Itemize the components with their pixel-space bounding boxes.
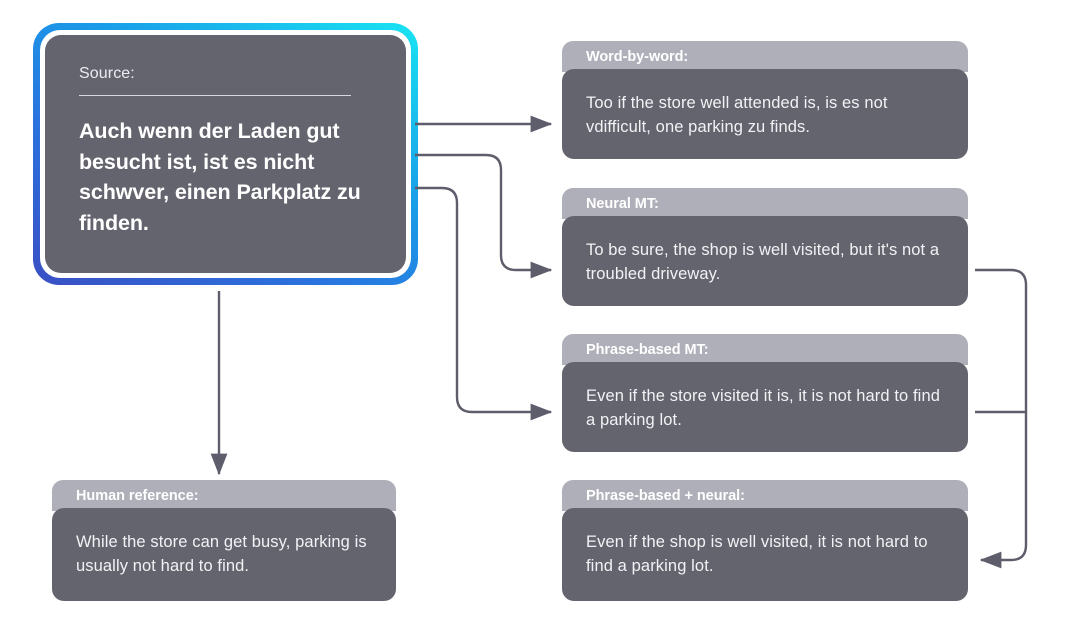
card-phrase-based-mt: Phrase-based MT: Even if the store visit…: [562, 334, 968, 452]
card-body-phrase-based-plus-neural: Even if the shop is well visited, it is …: [562, 508, 968, 601]
card-body-word-by-word: Too if the store well attended is, is es…: [562, 69, 968, 159]
card-text: Even if the store visited it is, it is n…: [586, 387, 940, 430]
card-header-phrase-based-plus-neural: Phrase-based + neural:: [562, 480, 968, 511]
card-neural-mt: Neural MT: To be sure, the shop is well …: [562, 188, 968, 306]
source-text: Auch wenn der Laden gut besucht ist, ist…: [79, 119, 361, 235]
card-header-label: Neural MT:: [586, 195, 659, 212]
card-body-phrase-based-mt: Even if the store visited it is, it is n…: [562, 362, 968, 452]
card-text: Even if the shop is well visited, it is …: [586, 533, 928, 576]
card-header-word-by-word: Word-by-word:: [562, 41, 968, 72]
source-card-ring-inner: Source: Auch wenn der Laden gut besucht …: [40, 30, 411, 278]
card-header-human-reference: Human reference:: [52, 480, 396, 511]
source-label: Source:: [79, 65, 135, 82]
source-card-body: Source: Auch wenn der Laden gut besucht …: [45, 35, 406, 273]
card-human-reference: Human reference: While the store can get…: [52, 480, 396, 601]
card-phrase-based-plus-neural: Phrase-based + neural: Even if the shop …: [562, 480, 968, 601]
arrow-merge-to-phrase-based-plus-neural: [975, 268, 1028, 569]
card-header-neural-mt: Neural MT:: [562, 188, 968, 219]
card-body-neural-mt: To be sure, the shop is well visited, bu…: [562, 216, 968, 306]
source-divider: [79, 95, 351, 96]
arrow-source-to-neural-mt: [415, 153, 553, 279]
card-text: Too if the store well attended is, is es…: [586, 94, 888, 137]
card-text: While the store can get busy, parking is…: [76, 533, 367, 576]
card-text: To be sure, the shop is well visited, bu…: [586, 241, 940, 284]
card-body-human-reference: While the store can get busy, parking is…: [52, 508, 396, 601]
arrow-source-to-phrase-based-mt: [415, 186, 553, 421]
card-header-phrase-based-mt: Phrase-based MT:: [562, 334, 968, 365]
card-header-label: Phrase-based MT:: [586, 341, 709, 358]
card-header-label: Word-by-word:: [586, 48, 689, 65]
card-header-label: Phrase-based + neural:: [586, 487, 745, 504]
card-word-by-word: Word-by-word: Too if the store well atte…: [562, 41, 968, 159]
source-card: Source: Auch wenn der Laden gut besucht …: [33, 23, 418, 285]
card-header-label: Human reference:: [76, 487, 199, 504]
